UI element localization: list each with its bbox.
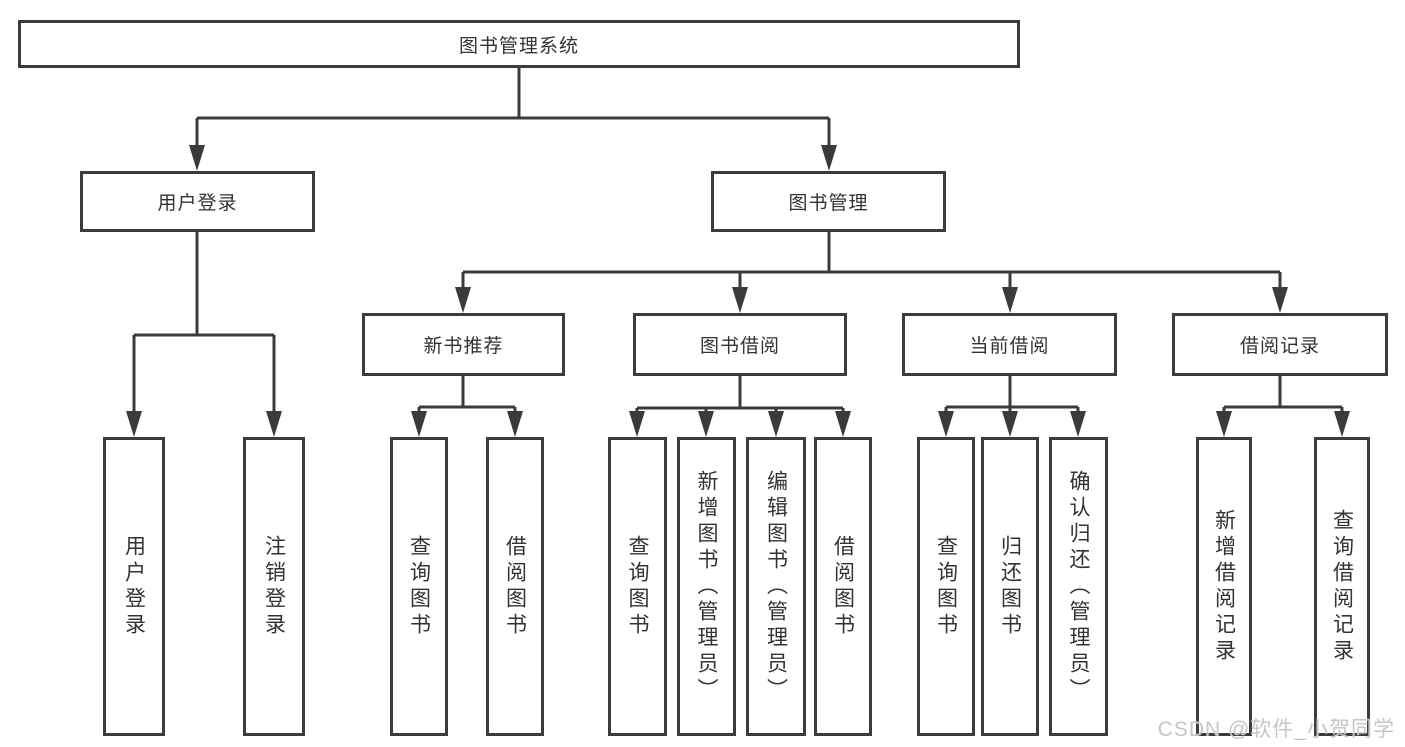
node-book-borrowing-label: 图书借阅 bbox=[699, 336, 780, 357]
node-user-login-label: 用户登录 bbox=[157, 193, 238, 214]
leaf-cb-query-books-label: 查询图书 bbox=[934, 534, 958, 639]
leaf-bb-query-books-label: 查询图书 bbox=[626, 534, 649, 639]
node-book-borrowing: 图书借阅 bbox=[633, 313, 847, 376]
node-book-management-label: 图书管理 bbox=[788, 193, 869, 214]
leaf-user-login: 用户登录 bbox=[103, 437, 165, 736]
leaf-cb-confirm-return: 确认归还（管理员） bbox=[1049, 437, 1108, 736]
leaf-bb-borrow-books-label: 借阅图书 bbox=[831, 534, 855, 639]
csdn-watermark: CSDN @软件_小贺同学 bbox=[1157, 718, 1395, 741]
node-new-book-recommend: 新书推荐 bbox=[362, 313, 565, 376]
leaf-bb-borrow-books: 借阅图书 bbox=[814, 437, 872, 736]
leaf-nb-borrow-books: 借阅图书 bbox=[486, 437, 544, 736]
leaf-nb-borrow-books-label: 借阅图书 bbox=[503, 534, 527, 639]
leaf-user-login-label: 用户登录 bbox=[122, 534, 146, 639]
leaf-nb-query-books-label: 查询图书 bbox=[407, 534, 431, 639]
node-borrowing-records: 借阅记录 bbox=[1172, 313, 1388, 376]
node-current-borrowing: 当前借阅 bbox=[902, 313, 1117, 376]
node-book-management: 图书管理 bbox=[711, 171, 946, 232]
leaf-logout-login: 注销登录 bbox=[243, 437, 305, 736]
leaf-bb-edit-books: 编辑图书（管理员） bbox=[746, 437, 806, 736]
node-new-book-recommend-label: 新书推荐 bbox=[423, 336, 504, 357]
node-root: 图书管理系统 bbox=[18, 20, 1020, 68]
arrowheads bbox=[126, 145, 1350, 437]
node-user-login: 用户登录 bbox=[80, 171, 315, 232]
leaf-cb-return-books: 归还图书 bbox=[981, 437, 1039, 736]
leaf-br-query-record: 查询借阅记录 bbox=[1314, 437, 1370, 736]
leaf-bb-query-books: 查询图书 bbox=[608, 437, 667, 736]
leaf-bb-add-books-label: 新增图书（管理员） bbox=[695, 469, 718, 704]
leaf-br-add-record: 新增借阅记录 bbox=[1196, 437, 1252, 736]
leaf-br-add-record-label: 新增借阅记录 bbox=[1212, 508, 1236, 665]
leaf-bb-edit-books-label: 编辑图书（管理员） bbox=[764, 469, 788, 704]
leaf-bb-add-books: 新增图书（管理员） bbox=[677, 437, 736, 736]
node-current-borrowing-label: 当前借阅 bbox=[969, 336, 1050, 357]
leaf-cb-return-books-label: 归还图书 bbox=[998, 534, 1022, 639]
leaf-cb-query-books: 查询图书 bbox=[917, 437, 975, 736]
leaf-cb-confirm-return-label: 确认归还（管理员） bbox=[1067, 469, 1090, 704]
leaf-logout-login-label: 注销登录 bbox=[262, 534, 286, 639]
node-root-label: 图书管理系统 bbox=[458, 35, 579, 57]
node-borrowing-records-label: 借阅记录 bbox=[1239, 336, 1320, 357]
leaf-nb-query-books: 查询图书 bbox=[390, 437, 448, 736]
leaf-br-query-record-label: 查询借阅记录 bbox=[1330, 508, 1354, 665]
